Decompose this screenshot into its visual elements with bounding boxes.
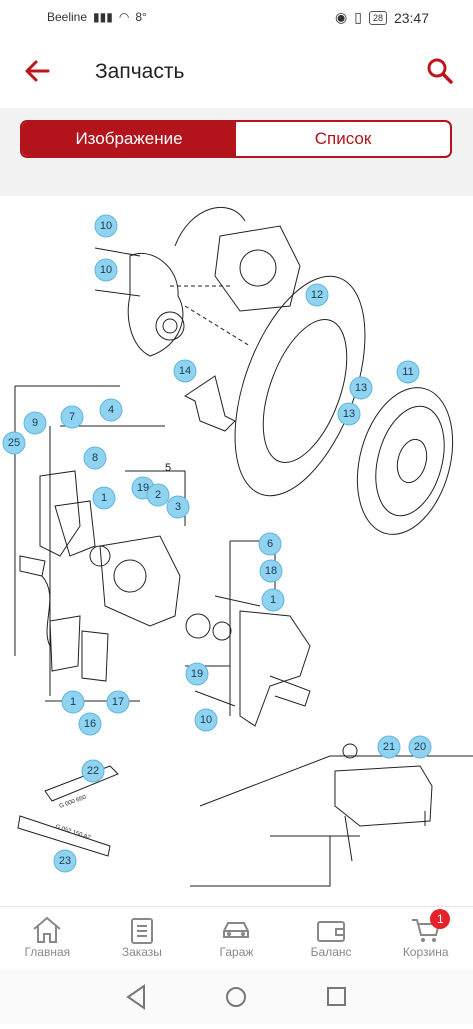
callout-19[interactable]: 19: [185, 662, 209, 686]
nav-balance[interactable]: Баланс: [284, 907, 379, 971]
svg-text:21: 21: [383, 741, 395, 753]
callout-4[interactable]: 4: [99, 398, 123, 422]
callout-17[interactable]: 17: [106, 690, 130, 714]
parts-diagram[interactable]: 5 G 000 650 G 052 150 A2 10 10 12 14 13 …: [0, 196, 473, 896]
nav-orders-label: Заказы: [121, 945, 162, 959]
svg-text:19: 19: [137, 482, 149, 494]
clock: 23:47: [393, 9, 429, 26]
svg-text:2: 2: [155, 489, 161, 501]
recents-square-icon[interactable]: [327, 987, 346, 1006]
svg-text:13: 13: [343, 408, 355, 420]
nav-home-label: Главная: [24, 945, 71, 959]
clipboard-icon: [130, 918, 153, 944]
tube-label-23: G 052 150 A2: [54, 824, 91, 841]
nav-home[interactable]: Главная: [0, 907, 95, 971]
nav-orders[interactable]: Заказы: [95, 907, 190, 971]
callout-12[interactable]: 12: [305, 283, 329, 307]
svg-text:17: 17: [112, 696, 124, 708]
callout-1[interactable]: 1: [61, 690, 85, 714]
svg-text:11: 11: [402, 366, 413, 378]
callout-7[interactable]: 7: [60, 405, 84, 429]
svg-text:10: 10: [200, 714, 212, 726]
svg-text:12: 12: [311, 289, 323, 301]
svg-text:6: 6: [267, 538, 273, 550]
tab-image[interactable]: Изображение: [22, 122, 236, 156]
callout-25[interactable]: 25: [2, 431, 26, 455]
wifi-icon: ◠: [118, 10, 130, 24]
svg-text:25: 25: [8, 437, 20, 449]
svg-text:7: 7: [69, 411, 75, 423]
svg-text:10: 10: [100, 220, 112, 232]
bottom-navigation: Главная Заказы Гараж Баланс Корзина 1: [0, 906, 473, 971]
callout-21[interactable]: 21: [377, 735, 401, 759]
callout-14[interactable]: 14: [173, 359, 197, 383]
nav-cart[interactable]: Корзина 1: [378, 907, 473, 971]
callout-16[interactable]: 16: [78, 712, 102, 736]
svg-text:10: 10: [100, 264, 112, 276]
view-toggle: Изображение Список: [20, 120, 452, 158]
callout-2[interactable]: 2: [146, 483, 170, 507]
callout-1[interactable]: 1: [261, 588, 285, 612]
home-icon: [33, 916, 61, 943]
callout-9[interactable]: 9: [23, 411, 47, 435]
svg-text:1: 1: [270, 594, 276, 606]
search-icon[interactable]: [425, 56, 455, 86]
app-bar: Запчасть: [0, 40, 473, 108]
callout-6[interactable]: 6: [258, 532, 282, 556]
battery-indicator: 28: [368, 10, 387, 25]
tab-list[interactable]: Список: [314, 129, 372, 148]
vibrate-icon: ▯: [354, 9, 362, 25]
carrier-label: Beeline: [47, 10, 88, 24]
callout-13[interactable]: 13: [337, 402, 361, 426]
signal-icon: ▮▮▮: [93, 10, 113, 24]
temperature: 8°: [135, 10, 147, 24]
callout-11[interactable]: 11: [396, 360, 420, 384]
svg-text:9: 9: [32, 417, 38, 429]
svg-text:22: 22: [87, 765, 99, 777]
callout-23[interactable]: 23: [53, 849, 77, 873]
callout-22[interactable]: 22: [81, 759, 105, 783]
callout-18[interactable]: 18: [259, 559, 283, 583]
callout-20[interactable]: 20: [408, 735, 432, 759]
svg-text:13: 13: [355, 382, 367, 394]
svg-text:8: 8: [92, 452, 98, 464]
svg-text:23: 23: [59, 855, 71, 867]
svg-text:16: 16: [84, 718, 96, 730]
status-bar: Beeline ▮▮▮ ◠ 8° ◉ ▯ 28 23:47: [0, 0, 473, 34]
callout-3[interactable]: 3: [166, 495, 190, 519]
back-triangle-icon[interactable]: [126, 984, 145, 1010]
nav-cart-label: Корзина: [402, 945, 449, 959]
svg-text:20: 20: [414, 741, 426, 753]
nav-garage[interactable]: Гараж: [189, 907, 284, 971]
cart-badge: 1: [430, 909, 451, 929]
home-circle-icon[interactable]: [226, 987, 246, 1007]
svg-text:18: 18: [265, 565, 277, 577]
svg-text:1: 1: [70, 696, 76, 708]
callout-10[interactable]: 10: [94, 258, 118, 282]
svg-text:1: 1: [101, 492, 107, 504]
back-arrow-icon[interactable]: [22, 56, 52, 86]
callout-1[interactable]: 1: [92, 486, 116, 510]
nav-garage-label: Гараж: [219, 945, 254, 959]
page-title: Запчасть: [95, 60, 185, 83]
nav-balance-label: Баланс: [310, 945, 352, 959]
wallet-icon: [317, 921, 346, 942]
car-icon: [223, 922, 250, 938]
callout-8[interactable]: 8: [83, 446, 107, 470]
svg-text:19: 19: [191, 668, 203, 680]
exploded-view-drawing: 5 G 000 650 G 052 150 A2 10 10 12 14 13 …: [2, 206, 473, 887]
svg-text:14: 14: [179, 365, 191, 377]
svg-text:3: 3: [175, 501, 181, 513]
section-label: 5: [165, 462, 171, 474]
callout-10[interactable]: 10: [94, 214, 118, 238]
callout-10[interactable]: 10: [194, 708, 218, 732]
svg-text:4: 4: [108, 404, 114, 416]
eye-icon: ◉: [335, 9, 348, 25]
view-toggle-area: Изображение Список: [0, 108, 473, 196]
system-navigation: [0, 970, 473, 1024]
callout-13[interactable]: 13: [349, 376, 373, 400]
